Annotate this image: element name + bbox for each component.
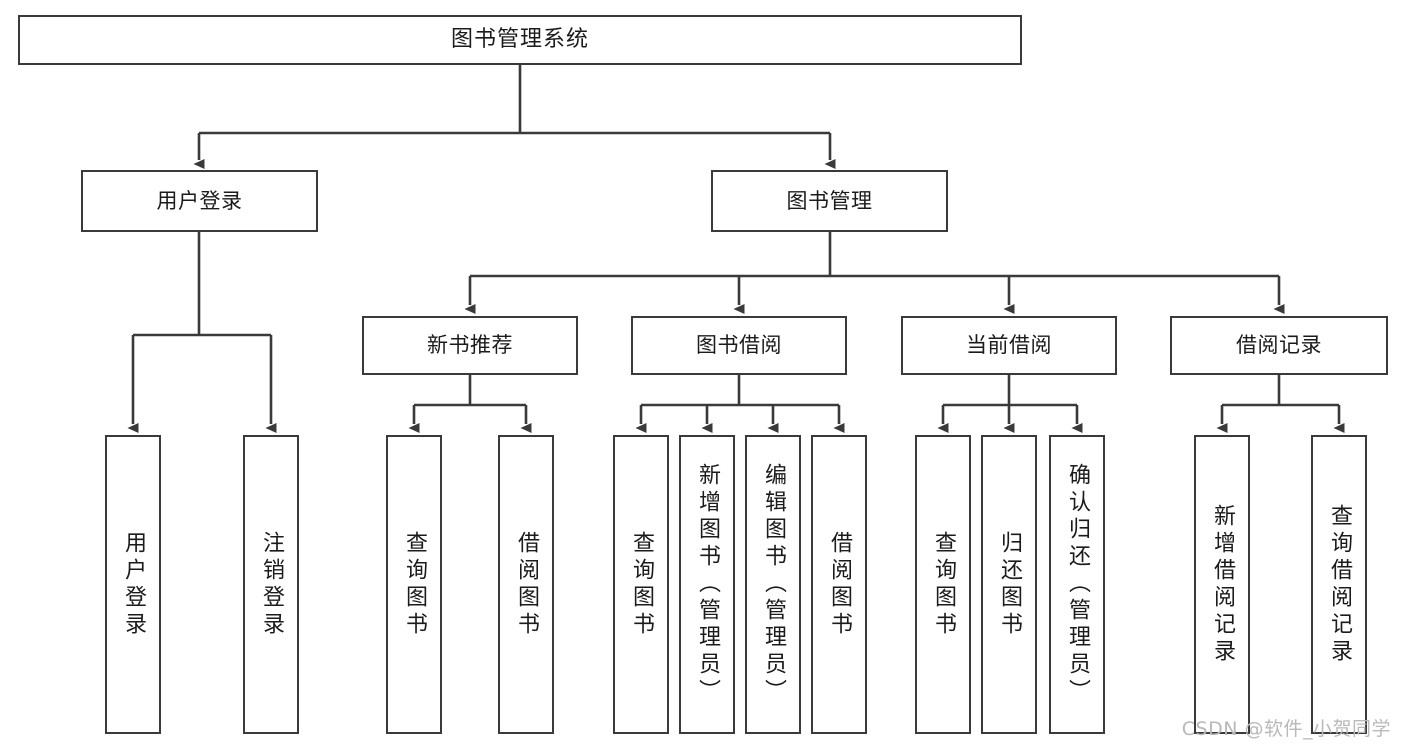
node-label: 用户登录 xyxy=(121,530,146,639)
leaf-query-book-recommend[interactable]: 查询图书 xyxy=(386,435,442,734)
node-new-book-recommend[interactable]: 新书推荐 xyxy=(362,316,578,375)
node-label: 新书推荐 xyxy=(427,333,513,358)
node-borrow-record[interactable]: 借阅记录 xyxy=(1170,316,1388,375)
node-book-borrow[interactable]: 图书借阅 xyxy=(631,316,847,375)
node-label: 图书管理 xyxy=(786,188,873,213)
node-label: 确认归还（管理员） xyxy=(1065,463,1090,706)
node-label: 借阅图书 xyxy=(827,530,852,639)
leaf-edit-book[interactable]: 编辑图书（管理员） xyxy=(745,435,801,734)
leaf-user-login[interactable]: 用户登录 xyxy=(105,435,161,734)
node-label: 归还图书 xyxy=(997,530,1022,639)
node-label: 借阅记录 xyxy=(1236,333,1322,358)
leaf-query-book-current[interactable]: 查询图书 xyxy=(915,435,971,734)
node-label: 当前借阅 xyxy=(966,333,1052,358)
node-label: 图书管理系统 xyxy=(450,27,589,53)
node-current-borrow[interactable]: 当前借阅 xyxy=(901,316,1117,375)
leaf-borrow-book[interactable]: 借阅图书 xyxy=(811,435,867,734)
leaf-query-borrow-record[interactable]: 查询借阅记录 xyxy=(1311,435,1367,734)
node-label: 用户登录 xyxy=(156,188,243,213)
node-label: 查询借阅记录 xyxy=(1327,503,1352,666)
node-root-system[interactable]: 图书管理系统 xyxy=(18,15,1022,65)
node-label: 借阅图书 xyxy=(514,530,539,639)
leaf-confirm-return[interactable]: 确认归还（管理员） xyxy=(1049,435,1105,734)
node-label: 新增图书（管理员） xyxy=(695,463,720,706)
node-label: 查询图书 xyxy=(931,530,956,639)
node-book-manage[interactable]: 图书管理 xyxy=(711,170,948,232)
node-label: 图书借阅 xyxy=(696,333,782,358)
leaf-query-book-borrow[interactable]: 查询图书 xyxy=(613,435,669,734)
leaf-borrow-book-recommend[interactable]: 借阅图书 xyxy=(498,435,554,734)
node-label: 查询图书 xyxy=(402,530,427,639)
node-label: 新增借阅记录 xyxy=(1210,503,1235,666)
leaf-logout-login[interactable]: 注销登录 xyxy=(243,435,299,734)
leaf-return-book[interactable]: 归还图书 xyxy=(981,435,1037,734)
node-label: 查询图书 xyxy=(629,530,654,639)
leaf-add-borrow-record[interactable]: 新增借阅记录 xyxy=(1194,435,1250,734)
node-user-login[interactable]: 用户登录 xyxy=(81,170,318,232)
leaf-add-book[interactable]: 新增图书（管理员） xyxy=(679,435,735,734)
node-label: 注销登录 xyxy=(259,530,284,639)
watermark: CSDN @软件_小贺同学 xyxy=(1181,718,1391,740)
node-label: 编辑图书（管理员） xyxy=(761,463,786,706)
